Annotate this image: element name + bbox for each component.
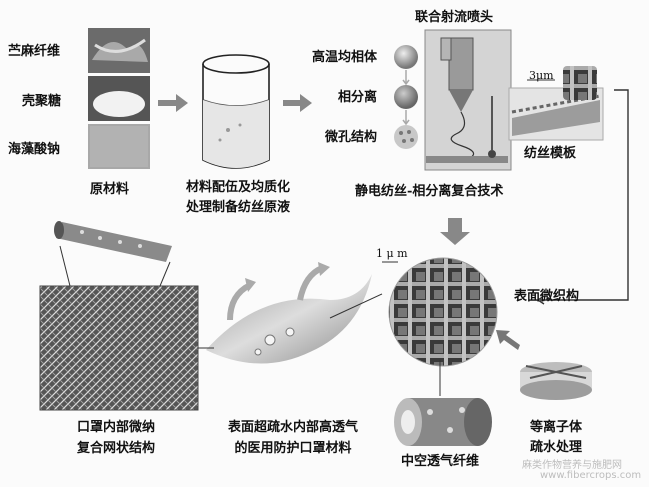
scale-3um: 3μm xyxy=(529,69,554,82)
phase-microporous-label: 微孔结构 xyxy=(325,130,378,145)
alginate-photo xyxy=(88,124,150,169)
homogeneous-phase-ball xyxy=(394,45,418,69)
phase-separation-label: 相分离 xyxy=(338,90,378,105)
chitosan-photo xyxy=(88,76,150,121)
mask-material-image xyxy=(206,262,372,364)
mask-material-line2: 的医用防护口罩材料 xyxy=(234,441,352,456)
plasma-label-line2: 疏水处理 xyxy=(529,440,582,455)
arrow-materials-to-solution xyxy=(158,94,188,112)
plasma-label-line1: 等离子体 xyxy=(529,420,582,435)
composite-mesh-image xyxy=(39,285,199,411)
template-label: 纺丝模板 xyxy=(524,146,577,161)
beaker-icon xyxy=(202,54,270,169)
arrow-template-to-weave xyxy=(540,89,629,301)
hollow-fiber-label: 中空透气纤维 xyxy=(400,454,479,469)
arrow-technique-down xyxy=(440,218,470,245)
watermark-line1: 麻类作物营养与施肥网 xyxy=(522,460,622,471)
alginate-label: 海藻酸钠 xyxy=(8,142,61,157)
ramie-label: 苎麻纤维 xyxy=(8,44,61,59)
spinning-template-image xyxy=(508,66,604,141)
plasma-treatment-image xyxy=(520,362,592,400)
technique-label: 静电纺丝-相分离复合技术 xyxy=(355,184,504,199)
phase-homogeneous-label: 高温均相体 xyxy=(312,50,378,65)
connector-weave-to-mask xyxy=(329,293,383,319)
spinneret-label: 联合射流喷头 xyxy=(415,10,494,25)
composite-line2: 复合网状结构 xyxy=(76,441,155,456)
ramie-photo xyxy=(88,28,150,73)
composite-line1: 口罩内部微纳 xyxy=(76,420,155,435)
mixing-caption-line2: 处理制备纺丝原液 xyxy=(185,200,290,215)
chitosan-label: 壳聚糖 xyxy=(22,94,62,109)
hollow-fiber-image xyxy=(394,398,492,446)
electrospinning-apparatus xyxy=(424,29,512,171)
mixing-caption-line1: 材料配伍及均质化 xyxy=(185,180,290,195)
raw-materials-caption: 原材料 xyxy=(90,182,130,197)
scale-1um: 1 μ m xyxy=(376,247,408,260)
surface-weave-image xyxy=(388,257,498,367)
surface-weave-label: 表面微织构 xyxy=(514,289,580,304)
phase-separation-ball xyxy=(394,85,418,109)
mask-material-line1: 表面超疏水内部高透气 xyxy=(227,420,358,435)
microporous-ball xyxy=(394,125,418,149)
arrow-plasma-to-weave xyxy=(496,330,520,350)
arrow-solution-to-phases xyxy=(283,94,312,112)
watermark-line2: www.fibercrops.com xyxy=(540,470,642,481)
porous-fiber-image xyxy=(54,221,172,262)
